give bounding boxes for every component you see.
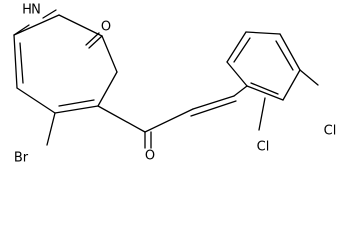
molecule-structure-diagram: N H O Br O Cl Cl <box>13 3 337 166</box>
bond-methyl-n <box>42 9 57 19</box>
atom-label-ring-ketone-o: O <box>101 20 111 35</box>
bond-ring-c1-c2 <box>13 34 18 89</box>
bond-alkene-1 <box>192 95 235 110</box>
atom-label-h: H <box>22 3 32 18</box>
bond-aryl-5 <box>282 69 301 101</box>
bond-c-br <box>46 112 56 146</box>
atom-label-n: N <box>31 3 41 18</box>
bond-aryl-6 <box>246 85 284 101</box>
bond-alkene-aryl <box>233 85 248 97</box>
bond-aryl-3 <box>245 31 281 35</box>
atom-label-cl3: Cl <box>324 124 337 139</box>
bond-alkene-2 <box>190 100 237 117</box>
bond-c-cl3 <box>299 69 319 86</box>
bond-aryl-1 <box>226 61 248 87</box>
bond-c-cl2 <box>258 97 266 131</box>
bond-aryl-2 <box>226 31 247 63</box>
bond-ring-c6-c1-link <box>13 14 60 36</box>
atom-label-enone-o: O <box>145 149 155 164</box>
atom-label-cl2: Cl <box>257 140 270 155</box>
bond-aryl-4-inner <box>275 40 294 71</box>
bond-ring-c5-c6 <box>101 35 118 73</box>
bond-aryl-4 <box>279 33 301 71</box>
bond-ring-c4-c5 <box>97 71 118 107</box>
bond-ring-carbonyl-2 <box>85 32 100 46</box>
bond-carbonyl-alkene <box>144 108 194 133</box>
bond-ring-to-carbonyl <box>97 105 146 133</box>
bond-ring-carbonyl-1 <box>88 35 103 49</box>
bond-ring-c3-c4-inner <box>58 99 95 107</box>
bond-ring-c3-c4 <box>54 105 99 114</box>
bond-aryl-2-inner <box>233 37 251 63</box>
bond-ring-c2-c3 <box>16 87 56 114</box>
bond-ring-c6-c1 <box>58 14 103 37</box>
bond-ring-c1-c2-inner <box>19 42 24 84</box>
atom-label-br: Br <box>14 151 29 166</box>
bond-aryl-6-inner <box>250 82 279 95</box>
